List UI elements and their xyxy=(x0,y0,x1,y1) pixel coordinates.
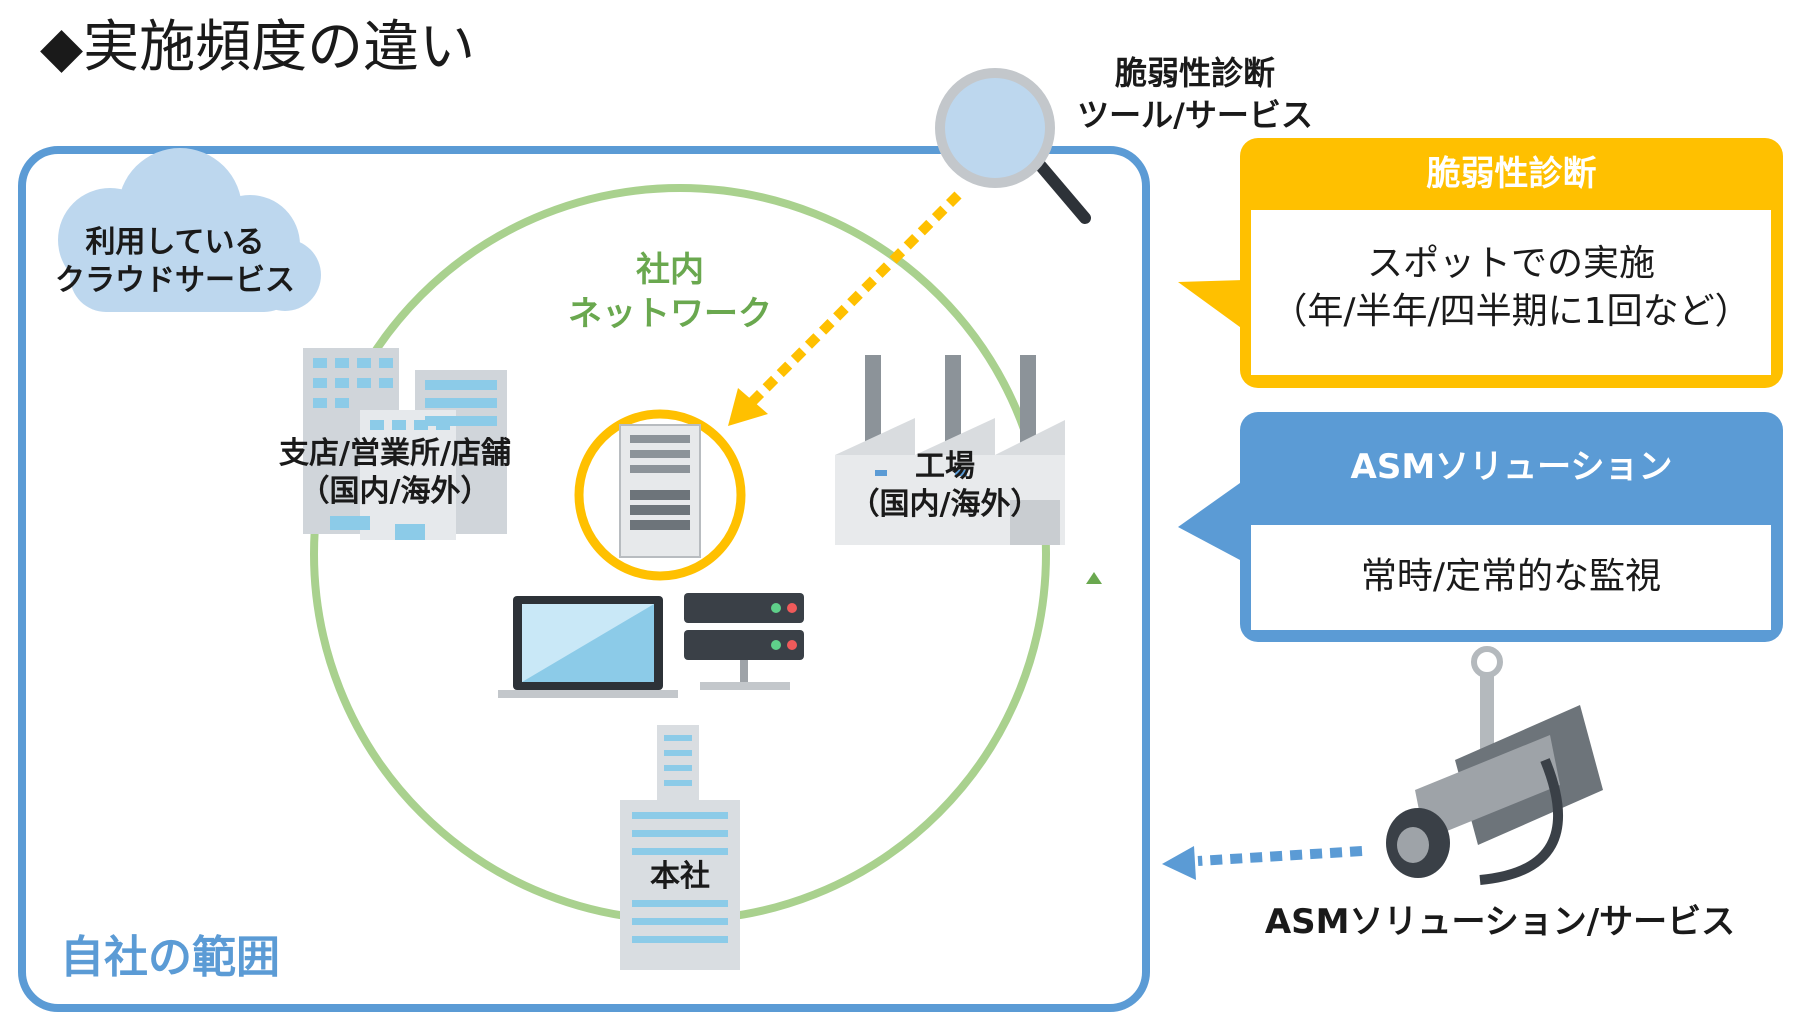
branch-building-icon xyxy=(303,348,507,540)
hq-label: 本社 xyxy=(650,859,710,894)
asm-service-label: ASMソリューション/サービス xyxy=(1264,902,1736,942)
security-camera-icon xyxy=(1386,646,1603,885)
vuln-box-header: 脆弱性診断 xyxy=(1426,154,1597,194)
vuln-box-shape xyxy=(1178,138,1783,388)
intranet-label: 社内 ネットワーク xyxy=(568,250,772,334)
asm-box-body: 常時/定常的な監視 xyxy=(1360,556,1662,597)
scan-arrow xyxy=(728,191,962,426)
rack-server-icon xyxy=(684,593,804,690)
target-ring xyxy=(574,409,746,581)
asm-box-shape xyxy=(1178,412,1783,642)
branch-label: 支店/営業所/店舗 （国内/海外） xyxy=(279,436,511,509)
hq-building-icon xyxy=(620,725,740,970)
server-tower-icon xyxy=(619,424,701,558)
small-triangle-marker xyxy=(1086,572,1102,584)
magnifier-icon xyxy=(935,68,1091,224)
laptop-icon xyxy=(498,596,678,698)
title-text: 実施頻度の違い xyxy=(83,15,476,80)
company-scope-label: 自社の範囲 xyxy=(60,932,280,983)
bullet-diamond: ◆ xyxy=(40,15,84,80)
cloud-service-label: 利用している クラウドサービス xyxy=(55,225,295,298)
vuln-tool-label: 脆弱性診断 ツール/サービス xyxy=(1077,54,1313,134)
factory-icon xyxy=(835,355,1065,545)
cloud-icon xyxy=(58,148,321,312)
vuln-box-body: スポットでの実施 （年/半年/四半期に1回など） xyxy=(1271,243,1751,332)
asm-box-header: ASMソリューション xyxy=(1350,447,1673,487)
factory-label: 工場 （国内/海外） xyxy=(849,449,1041,522)
page-title: ◆実施頻度の違い xyxy=(40,12,475,84)
company-scope-frame xyxy=(18,146,1150,1012)
monitor-arrow xyxy=(1162,846,1363,880)
